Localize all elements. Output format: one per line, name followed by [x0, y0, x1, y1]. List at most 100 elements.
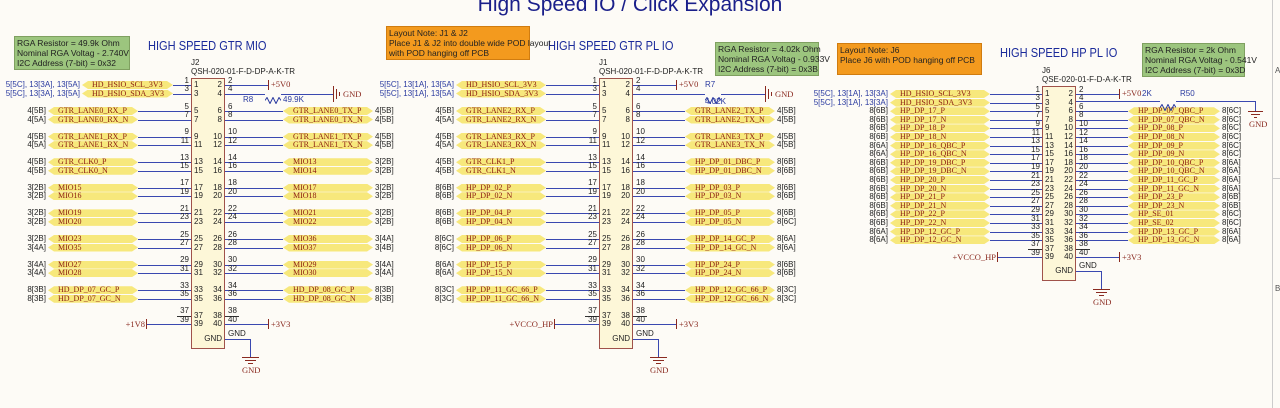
net-label[interactable]: MIO21: [283, 209, 373, 217]
net-label[interactable]: GTR_LANE0_RX_P: [48, 107, 138, 115]
net-label[interactable]: HP_DP_24_P: [685, 261, 775, 269]
net-label[interactable]: GTR_LANE3_RX_P: [456, 133, 546, 141]
net-label[interactable]: HP_DP_07_QBC_P: [1128, 107, 1220, 115]
net-label[interactable]: HP_DP_11_GC_66_N: [456, 295, 546, 303]
net-label[interactable]: HD_HSIO_SCL_3V3: [82, 81, 173, 89]
net-label[interactable]: HP_DP_10_QBC_P: [1128, 159, 1220, 167]
net-label[interactable]: HP_DP_04_N: [456, 218, 546, 226]
net-label[interactable]: HP_DP_12_GC_N: [890, 236, 990, 244]
connector-body-j1[interactable]: [599, 78, 633, 349]
net-label[interactable]: HD_DP_08_GC_P: [283, 286, 373, 294]
net-label[interactable]: HP_DP_01_DBC_N: [685, 167, 775, 175]
net-label[interactable]: HP_DP_05_N: [685, 218, 775, 226]
net-label[interactable]: HD_HSIO_SDA_3V3: [456, 90, 546, 98]
net-label[interactable]: MIO36: [283, 235, 373, 243]
net-label[interactable]: HD_HSIO_SDA_3V3: [82, 90, 173, 98]
net-label[interactable]: HP_DP_04_P: [456, 209, 546, 217]
net-label[interactable]: HP_DP_08_P: [1128, 124, 1220, 132]
net-label[interactable]: MIO13: [283, 158, 373, 166]
net-label[interactable]: HP_DP_05_P: [685, 209, 775, 217]
net-label[interactable]: HD_HSIO_SCL_3V3: [456, 81, 546, 89]
net-label[interactable]: HP_DP_06_N: [456, 244, 546, 252]
net-label[interactable]: GTR_CLK0_P: [48, 158, 138, 166]
net-label[interactable]: HP_DP_14_GC_N: [685, 244, 775, 252]
net-label[interactable]: HP_DP_14_GC_P: [685, 235, 775, 243]
net-label[interactable]: HP_DP_03_P: [685, 184, 775, 192]
net-label[interactable]: MIO22: [283, 218, 373, 226]
net-label[interactable]: HP_DP_02_N: [456, 192, 546, 200]
connector-body-j6[interactable]: [1042, 86, 1076, 281]
net-label[interactable]: HP_DP_12_GC_66_N: [685, 295, 775, 303]
net-label[interactable]: HP_DP_08_N: [1128, 133, 1220, 141]
net-label[interactable]: MIO18: [283, 192, 373, 200]
net-label[interactable]: HP_DP_11_GC_P: [1128, 176, 1220, 184]
net-label[interactable]: HP_SE_01: [1128, 210, 1220, 218]
net-label[interactable]: MIO30: [283, 269, 373, 277]
net-label[interactable]: GTR_LANE0_RX_N: [48, 116, 138, 124]
net-label[interactable]: GTR_LANE3_TX_N: [685, 141, 775, 149]
net-label[interactable]: MIO35: [48, 244, 138, 252]
net-label[interactable]: GTR_LANE1_RX_P: [48, 133, 138, 141]
net-label[interactable]: MIO28: [48, 269, 138, 277]
net-label[interactable]: HP_DP_22_P: [890, 210, 990, 218]
net-label[interactable]: HP_DP_21_P: [890, 193, 990, 201]
net-label[interactable]: GTR_LANE2_TX_P: [685, 107, 775, 115]
net-label[interactable]: GTR_LANE1_RX_N: [48, 141, 138, 149]
net-label[interactable]: HP_DP_02_P: [456, 184, 546, 192]
net-label[interactable]: MIO20: [48, 218, 138, 226]
net-label[interactable]: GTR_LANE3_RX_N: [456, 141, 546, 149]
net-label[interactable]: HP_DP_06_P: [456, 235, 546, 243]
net-label[interactable]: HP_DP_18_N: [890, 133, 990, 141]
net-label[interactable]: HP_DP_15_P: [456, 261, 546, 269]
net-label[interactable]: HP_DP_20_P: [890, 176, 990, 184]
net-label[interactable]: GTR_LANE0_TX_P: [283, 107, 373, 115]
net-label[interactable]: HP_DP_19_DBC_P: [890, 159, 990, 167]
net-label[interactable]: GTR_LANE2_TX_N: [685, 116, 775, 124]
net-label[interactable]: HP_DP_15_N: [456, 269, 546, 277]
net-label[interactable]: HP_DP_12_GC_66_P: [685, 286, 775, 294]
net-label[interactable]: GTR_LANE2_RX_N: [456, 116, 546, 124]
net-label[interactable]: HP_DP_10_QBC_N: [1128, 167, 1220, 175]
net-label[interactable]: GTR_CLK1_P: [456, 158, 546, 166]
net-label[interactable]: GTR_LANE1_TX_P: [283, 133, 373, 141]
net-label[interactable]: MIO37: [283, 244, 373, 252]
net-label[interactable]: GTR_LANE0_TX_N: [283, 116, 373, 124]
net-label[interactable]: HD_DP_07_GC_N: [48, 295, 138, 303]
net-label[interactable]: HP_DP_13_GC_N: [1128, 236, 1220, 244]
net-label[interactable]: HD_DP_07_GC_P: [48, 286, 138, 294]
net-label[interactable]: GTR_LANE1_TX_N: [283, 141, 373, 149]
net-label[interactable]: HP_DP_19_DBC_N: [890, 167, 990, 175]
net-label[interactable]: GTR_CLK0_N: [48, 167, 138, 175]
net-label[interactable]: HD_HSIO_SCL_3V3: [890, 90, 990, 98]
net-label[interactable]: GTR_LANE3_TX_P: [685, 133, 775, 141]
net-label[interactable]: HP_DP_17_N: [890, 116, 990, 124]
net-label[interactable]: HD_DP_08_GC_N: [283, 295, 373, 303]
net-label[interactable]: MIO23: [48, 235, 138, 243]
net-label[interactable]: HP_DP_22_N: [890, 219, 990, 227]
net-label[interactable]: HP_DP_11_GC_66_P: [456, 286, 546, 294]
net-label[interactable]: HP_DP_23_P: [1128, 193, 1220, 201]
net-label[interactable]: HP_DP_24_N: [685, 269, 775, 277]
net-label[interactable]: MIO19: [48, 209, 138, 217]
net-label[interactable]: MIO16: [48, 192, 138, 200]
connector-body-j2[interactable]: [191, 78, 225, 349]
net-label[interactable]: HP_DP_18_P: [890, 124, 990, 132]
net-label[interactable]: HP_DP_17_P: [890, 107, 990, 115]
net-label[interactable]: HP_DP_11_GC_N: [1128, 185, 1220, 193]
net-label[interactable]: HP_SE_02: [1128, 219, 1220, 227]
net-label[interactable]: HP_DP_21_N: [890, 202, 990, 210]
net-label[interactable]: HD_HSIO_SDA_3V3: [890, 99, 990, 107]
net-label[interactable]: HP_DP_03_N: [685, 192, 775, 200]
net-label[interactable]: HP_DP_13_GC_P: [1128, 228, 1220, 236]
net-label[interactable]: HP_DP_16_QBC_P: [890, 142, 990, 150]
net-label[interactable]: HP_DP_07_QBC_N: [1128, 116, 1220, 124]
net-label[interactable]: MIO29: [283, 261, 373, 269]
net-label[interactable]: GTR_CLK1_N: [456, 167, 546, 175]
net-label[interactable]: MIO14: [283, 167, 373, 175]
net-label[interactable]: HP_DP_23_N: [1128, 202, 1220, 210]
net-label[interactable]: HP_DP_01_DBC_P: [685, 158, 775, 166]
net-label[interactable]: MIO17: [283, 184, 373, 192]
net-label[interactable]: HP_DP_12_GC_P: [890, 228, 990, 236]
net-label[interactable]: MIO27: [48, 261, 138, 269]
net-label[interactable]: MIO15: [48, 184, 138, 192]
